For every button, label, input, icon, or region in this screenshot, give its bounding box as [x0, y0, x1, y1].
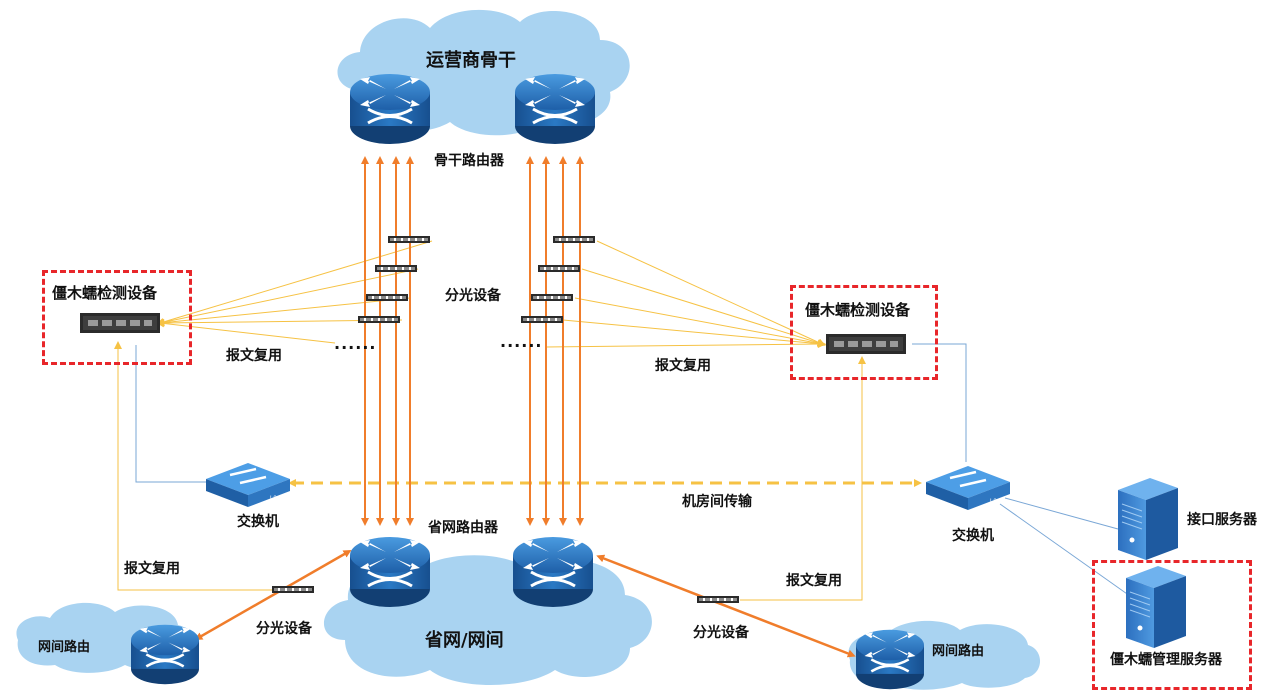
detector-left-label: 僵木蠕检测设备	[52, 284, 158, 302]
mgmt-server-highlight	[1092, 560, 1252, 690]
splitter-icon	[375, 265, 417, 272]
splitter-center-label: 分光设备	[445, 288, 501, 304]
splitter-icon	[358, 316, 400, 323]
province-router-right-icon[interactable]	[511, 535, 595, 609]
province-router-label: 省网路由器	[428, 520, 498, 536]
dots-right-label: ······	[500, 336, 543, 355]
splitter-icon	[272, 586, 314, 593]
mux-right-bottom-label: 报文复用	[786, 573, 842, 589]
mux-right-mid-label: 报文复用	[655, 358, 711, 374]
splitter-right-bottom-label: 分光设备	[693, 625, 749, 641]
detector-right-highlight	[790, 285, 938, 380]
detector-left-highlight	[42, 270, 192, 365]
mux-left-bottom-label: 报文复用	[124, 561, 180, 577]
backbone-cloud-label: 运营商骨干	[426, 50, 516, 71]
inter-router-right-icon[interactable]	[854, 628, 926, 691]
detector-right-label: 僵木蠕检测设备	[805, 301, 911, 319]
splitter-icon	[521, 316, 563, 323]
splitter-icon	[531, 294, 573, 301]
switch-left-icon[interactable]	[204, 461, 292, 509]
splitter-left-bottom-label: 分光设备	[256, 621, 312, 637]
splitter-icon	[366, 294, 408, 301]
management-links	[135, 343, 1131, 597]
inter-router-right-label: 网间路由	[932, 644, 985, 659]
interface-server-icon[interactable]	[1117, 477, 1179, 561]
switch-right-label: 交换机	[952, 528, 994, 544]
splitter-icon	[388, 236, 430, 243]
inter-router-left-label: 网间路由	[38, 640, 91, 655]
interface-server-label: 接口服务器	[1187, 512, 1257, 528]
backbone-router-label: 骨干路由器	[434, 153, 504, 169]
switch-left-label: 交换机	[237, 514, 279, 530]
fiber-links	[194, 156, 856, 658]
switch-right-icon[interactable]	[924, 464, 1012, 512]
mgmt-server-label: 僵木蠕管理服务器	[1110, 652, 1222, 668]
dots-left-label: ······	[334, 338, 377, 357]
splitter-icon	[553, 236, 595, 243]
splitter-icon	[697, 596, 739, 603]
province-router-left-icon[interactable]	[348, 535, 432, 609]
splitter-icon	[538, 265, 580, 272]
backbone-router-left-icon[interactable]	[348, 72, 432, 146]
transport-label: 机房间传输	[682, 494, 752, 510]
inter-router-left-icon[interactable]	[129, 623, 201, 686]
mux-left-top-label: 报文复用	[226, 348, 282, 364]
backbone-router-right-icon[interactable]	[513, 72, 597, 146]
province-cloud-label: 省网/网间	[425, 630, 504, 651]
